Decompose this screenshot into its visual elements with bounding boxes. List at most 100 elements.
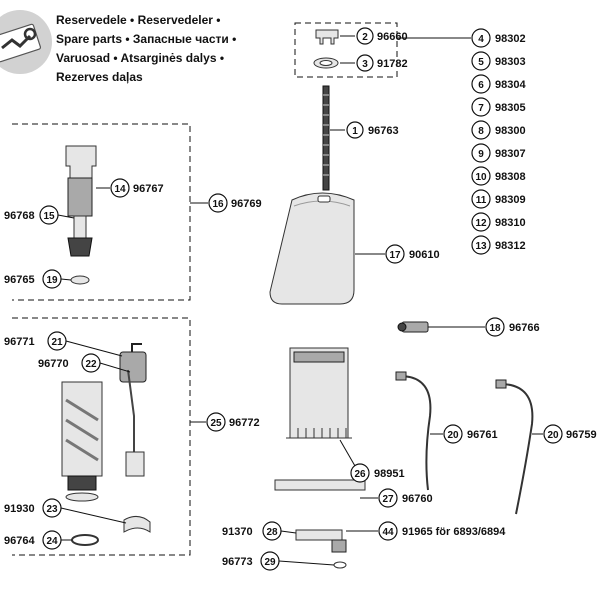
svg-text:98310: 98310 [495, 217, 526, 229]
callout-44: 44 91965 för 6893/6894 [346, 521, 506, 541]
callout-27: 27 96760 [360, 488, 433, 508]
svg-text:26: 26 [354, 469, 366, 480]
svg-text:14: 14 [114, 184, 126, 195]
svg-text:98300: 98300 [495, 125, 526, 137]
header-line-2: Spare parts • Запасные части • [56, 32, 236, 46]
svg-text:96660: 96660 [377, 31, 408, 43]
svg-text:96767: 96767 [133, 183, 164, 195]
fill-valve-group-box [12, 123, 191, 301]
svg-text:91370: 91370 [222, 526, 253, 538]
svg-text:98307: 98307 [495, 148, 526, 160]
svg-text:6: 6 [478, 80, 484, 91]
part-cup-21 [119, 343, 147, 383]
svg-text:13: 13 [475, 241, 487, 252]
svg-text:98302: 98302 [495, 33, 526, 45]
svg-text:25: 25 [210, 418, 222, 429]
svg-text:96761: 96761 [467, 429, 498, 441]
svg-text:96763: 96763 [368, 125, 399, 137]
part-connector-18 [397, 321, 429, 333]
svg-text:96766: 96766 [509, 322, 540, 334]
part-clip-2 [315, 29, 339, 45]
svg-text:44: 44 [382, 527, 394, 538]
callout-17: 17 90610 [355, 244, 440, 264]
svg-text:4: 4 [478, 34, 484, 45]
callout-23: 91930 23 [4, 498, 127, 524]
callout-24: 96764 24 [4, 530, 72, 550]
svg-text:15: 15 [43, 211, 55, 222]
list-item: 10 98308 [471, 166, 526, 186]
callout-18: 18 96766 [428, 317, 540, 337]
part-fill-valve-14 [65, 145, 97, 257]
svg-text:28: 28 [266, 527, 278, 538]
list-item: 11 98309 [471, 189, 526, 209]
callout-14: 14 96767 [96, 178, 164, 198]
list-item: 6 98304 [471, 74, 526, 94]
svg-text:98312: 98312 [495, 240, 526, 252]
list-item: 4 98302 [471, 28, 526, 48]
list-item: 8 98300 [471, 120, 526, 140]
svg-text:91782: 91782 [377, 58, 408, 70]
header-line-3: Varuosad • Atsarginės dalys • [56, 51, 224, 65]
part-lever-44 [295, 529, 347, 553]
part-cable-20b [495, 379, 534, 515]
svg-text:7: 7 [478, 103, 484, 114]
svg-text:5: 5 [478, 57, 484, 68]
callout-19: 96765 19 [4, 269, 72, 289]
header-line-4: Rezerves daļas [56, 70, 143, 84]
right-parts-list: 4 98302 5 98303 6 98304 7 98305 8 98300 … [471, 28, 526, 255]
callout-15: 96768 15 [4, 205, 75, 225]
list-item: 12 98310 [471, 212, 526, 232]
svg-text:90610: 90610 [409, 249, 440, 261]
callout-28: 91370 28 [222, 521, 297, 541]
svg-text:8: 8 [478, 126, 484, 137]
callout-20-b: 20 96759 [532, 424, 597, 444]
svg-text:98951: 98951 [374, 468, 405, 480]
svg-text:91930: 91930 [4, 503, 35, 515]
part-rod-1 [322, 85, 330, 191]
svg-text:96772: 96772 [229, 417, 260, 429]
part-float-rod-22 [125, 369, 145, 477]
callout-22: 96770 22 [38, 353, 131, 373]
part-cable-20a [395, 371, 432, 491]
part-flush-valve-body [61, 381, 103, 502]
svg-text:98309: 98309 [495, 194, 526, 206]
tools-wrench-icon [0, 10, 52, 74]
callout-20-a: 20 96761 [430, 424, 498, 444]
svg-text:29: 29 [264, 557, 276, 568]
callout-29: 96773 29 [222, 551, 335, 571]
svg-text:11: 11 [476, 195, 487, 206]
svg-text:20: 20 [447, 430, 459, 441]
svg-text:19: 19 [46, 275, 58, 286]
svg-text:9: 9 [478, 149, 484, 160]
svg-text:17: 17 [389, 250, 401, 261]
part-seal-3 [313, 57, 339, 69]
svg-text:96765: 96765 [4, 274, 35, 286]
svg-text:96771: 96771 [4, 336, 35, 348]
callout-3: 3 91782 [340, 54, 408, 72]
valve-cap-group-box [294, 22, 398, 78]
svg-text:23: 23 [46, 504, 58, 515]
part-cover-17 [269, 192, 355, 305]
svg-text:96770: 96770 [38, 358, 69, 370]
svg-text:96764: 96764 [4, 535, 35, 547]
svg-text:3: 3 [362, 59, 368, 70]
svg-text:18: 18 [489, 323, 501, 334]
part-gasket-27 [274, 479, 366, 491]
list-item: 13 98312 [471, 235, 526, 255]
svg-text:20: 20 [547, 430, 559, 441]
callout-26: 26 98951 [339, 439, 405, 483]
svg-text:96773: 96773 [222, 556, 253, 568]
part-frame-26 [286, 347, 352, 439]
svg-text:21: 21 [51, 337, 63, 348]
svg-text:2: 2 [362, 32, 368, 43]
svg-text:96760: 96760 [402, 493, 433, 505]
svg-text:24: 24 [46, 536, 58, 547]
callout-21: 96771 21 [4, 331, 123, 357]
flush-valve-group-box [12, 317, 191, 556]
list-item: 7 98305 [471, 97, 526, 117]
header-title: Reservedele • Reservedeler • Spare parts… [56, 13, 236, 84]
svg-text:16: 16 [212, 199, 224, 210]
part-clip-23 [123, 516, 151, 533]
svg-text:98304: 98304 [495, 79, 526, 91]
